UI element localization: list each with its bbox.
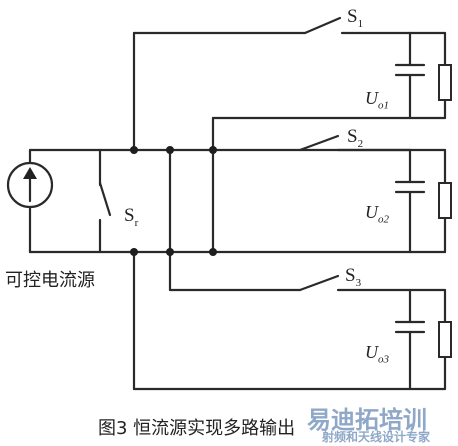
output-label-uo2: Uo2: [365, 202, 389, 226]
watermark-sub: 射频和天线设计专家: [322, 430, 431, 444]
watermark-main: 易迪拓培训: [307, 406, 427, 434]
bypass-switch: [98, 148, 112, 254]
switch-label-sr: Sr: [124, 205, 139, 229]
output-label-uo3: Uo3: [365, 342, 389, 366]
arrow-up-icon: [23, 167, 37, 179]
output-label-uo1: Uo1: [365, 88, 389, 112]
switch-label-s2: S2: [347, 126, 364, 150]
switch-label-s3: S3: [345, 265, 362, 289]
branch-1: [132, 16, 452, 254]
junction-dots: [130, 146, 217, 256]
source-label: 可控电流源: [5, 270, 95, 291]
branch-3: [132, 250, 452, 391]
switch-label-s1: S1: [347, 6, 364, 30]
current-source: [6, 148, 54, 254]
branch-2: [298, 134, 452, 254]
figure-caption: 图3 恒流源实现多路输出: [98, 418, 296, 439]
